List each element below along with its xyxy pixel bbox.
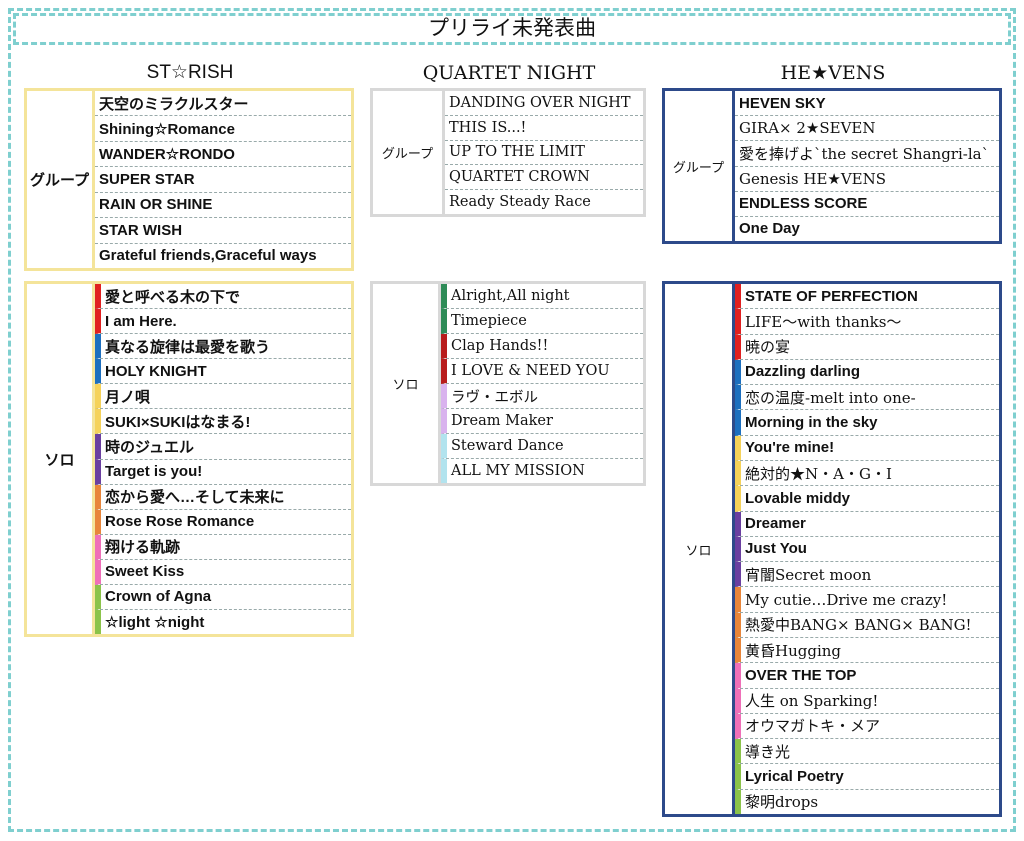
heavens-group-song: HEVEN SKY <box>735 91 999 117</box>
starish-group-song: 天空のミラクルスター <box>95 91 351 117</box>
heavens-solo-song: 絶対的★N・A・G・I <box>735 460 999 487</box>
quartet-group-song: UP TO THE LIMIT <box>445 141 643 166</box>
quartet-solo-song: Dream Maker <box>441 409 643 434</box>
heavens-solo-song: Dreamer <box>735 511 999 537</box>
starish-solo-song: 時のジュエル <box>95 434 351 460</box>
quartet-solo-song: I LOVE & NEED YOU <box>441 359 643 384</box>
starish-group-song: WANDER☆RONDO <box>95 142 351 168</box>
starish-group-song: Grateful friends,Graceful ways <box>99 247 317 265</box>
heavens-group-song: 愛を捧げよ`the secret Shangri-la` <box>735 141 999 167</box>
starish-solo-song: Rose Rose Romance <box>95 509 351 535</box>
quartet-group-song: QUARTET CROWN <box>445 165 643 191</box>
heavens-solo-song: 導き光 <box>735 739 999 765</box>
starish-solo-song: HOLY KNIGHT <box>95 359 351 385</box>
starish-solo-song: ☆light ☆night <box>95 610 351 635</box>
heavens-solo-label: ソロ <box>665 284 735 814</box>
heavens-solo-song: Dazzling darling <box>735 359 999 386</box>
heavens-solo-song: 黎明drops <box>735 789 999 814</box>
starish-heading: ST☆RISH <box>146 62 234 83</box>
heavens-solo-song: You're mine! <box>735 435 999 461</box>
quartet-heading: QUARTET NIGHT <box>422 62 596 84</box>
starish-group-song: RAIN OR SHINE <box>95 193 351 219</box>
starish-solo-song: 真なる旋律は最愛を歌う <box>95 334 351 360</box>
heavens-solo-song: Morning in the sky <box>735 410 999 436</box>
quartet-group-song: Ready Steady Race <box>449 194 591 211</box>
starish-solo-song: 月ノ唄 <box>95 384 351 410</box>
starish-solo-song: Crown of Agna <box>95 584 351 611</box>
heavens-solo-song: LIFE～with thanks～ <box>735 309 999 335</box>
quartet-group-song: THIS IS...! <box>445 116 643 141</box>
heavens-solo-song: STATE OF PERFECTION <box>735 284 999 310</box>
heavens-solo-song: Just You <box>735 536 999 563</box>
starish-group-song: Shining☆Romance <box>95 116 351 142</box>
quartet-solo-song: Clap Hands!! <box>441 334 643 359</box>
heavens-solo-song: 黄昏Hugging <box>735 637 999 664</box>
quartet-solo-song: ALL MY MISSION <box>441 459 643 483</box>
quartet-group-label: グループ <box>373 91 445 214</box>
starish-group-song: STAR WISH <box>95 218 351 244</box>
quartet-solo-song: Timepiece <box>441 309 643 334</box>
heavens-solo-song: Lovable middy <box>735 486 999 512</box>
starish-solo-label: ソロ <box>27 284 95 634</box>
page-title: プリライ未発表曲 <box>428 16 596 40</box>
heavens-solo-song: My cutie…Drive me crazy! <box>735 587 999 613</box>
title-bar <box>13 13 1011 45</box>
heavens-group-song: GIRA× 2★SEVEN <box>735 116 999 142</box>
starish-solo-song: 恋から愛へ…そして未来に <box>95 484 351 510</box>
quartet-solo-label: ソロ <box>373 284 441 483</box>
heavens-solo-song: OVER THE TOP <box>735 663 999 689</box>
quartet-solo-song: Steward Dance <box>441 434 643 459</box>
heavens-solo-song: 暁の宴 <box>735 334 999 360</box>
starish-solo-song: SUKI×SUKIはなまる! <box>95 409 351 435</box>
starish-solo-song: I am Here. <box>95 309 351 335</box>
heavens-solo-song: 宵闇Secret moon <box>735 562 999 588</box>
heavens-solo-song: 熱愛中BANG× BANG× BANG! <box>735 612 999 638</box>
heavens-heading: HE★VENS <box>780 62 886 84</box>
heavens-group-song: ENDLESS SCORE <box>735 192 999 217</box>
heavens-solo-song: Lyrical Poetry <box>735 764 999 790</box>
starish-group-song: SUPER STAR <box>95 167 351 193</box>
heavens-group-label: グループ <box>665 91 735 241</box>
starish-solo-song: Sweet Kiss <box>95 559 351 585</box>
quartet-solo-song: Alright,All night <box>441 284 643 309</box>
quartet-group-song: DANDING OVER NIGHT <box>445 91 643 116</box>
starish-solo-song: Target is you! <box>95 459 351 485</box>
quartet-solo-song: ラヴ・エボル <box>441 384 643 409</box>
starish-group-label: グループ <box>27 91 95 268</box>
heavens-group-song: Genesis HE★VENS <box>735 167 999 192</box>
starish-solo-song: 翔ける軌跡 <box>95 534 351 560</box>
starish-solo-song: 愛と呼べる木の下で <box>95 284 351 310</box>
heavens-group-song: One Day <box>739 220 800 238</box>
heavens-solo-song: 恋の温度-melt into one- <box>735 385 999 411</box>
outer-border <box>8 8 1016 832</box>
heavens-solo-song: 人生 on Sparking! <box>735 688 999 714</box>
heavens-solo-song: オウマガトキ・メア <box>735 713 999 740</box>
